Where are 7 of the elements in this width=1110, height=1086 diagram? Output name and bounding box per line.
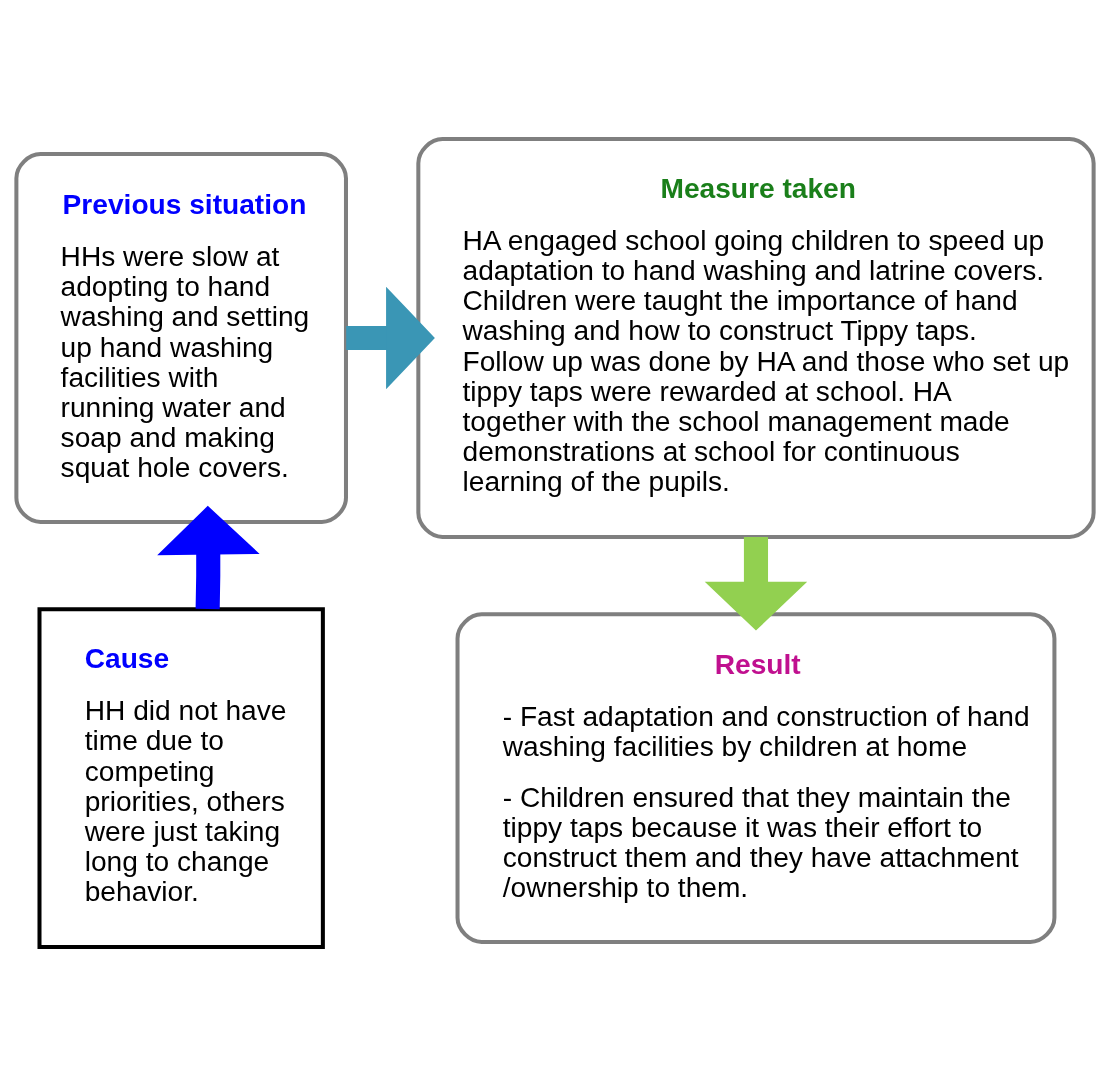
node-box: Cause HH did not have time due to competing priorities, others were just taking long to change behavior. (37, 607, 325, 949)
arrow (704, 537, 808, 631)
node-box: Measure taken HA engaged school going children to speed up adaptation to hand washing and latrine covers. Children were taught the importance of hand washing and how to construct Tippy taps. Follow up was done by HA and those who set up tippy taps were rewarded at school. HA together with the school management made demonstrations at school for continuous learning of the pupils. (416, 137, 1096, 539)
arrow (346, 286, 435, 390)
arrow (157, 505, 260, 610)
node-box: Previous situation HHs were slow at adopting to hand washing and setting up hand washing facilities with running water and soap and making squat hole covers. (14, 152, 348, 524)
node-box: Result - Fast adaptation and construction of hand washing facilities by children at home - Children ensured that they maintain the tippy taps because it was their effort to construct them and they have attachment /ownership to them. (455, 612, 1057, 944)
